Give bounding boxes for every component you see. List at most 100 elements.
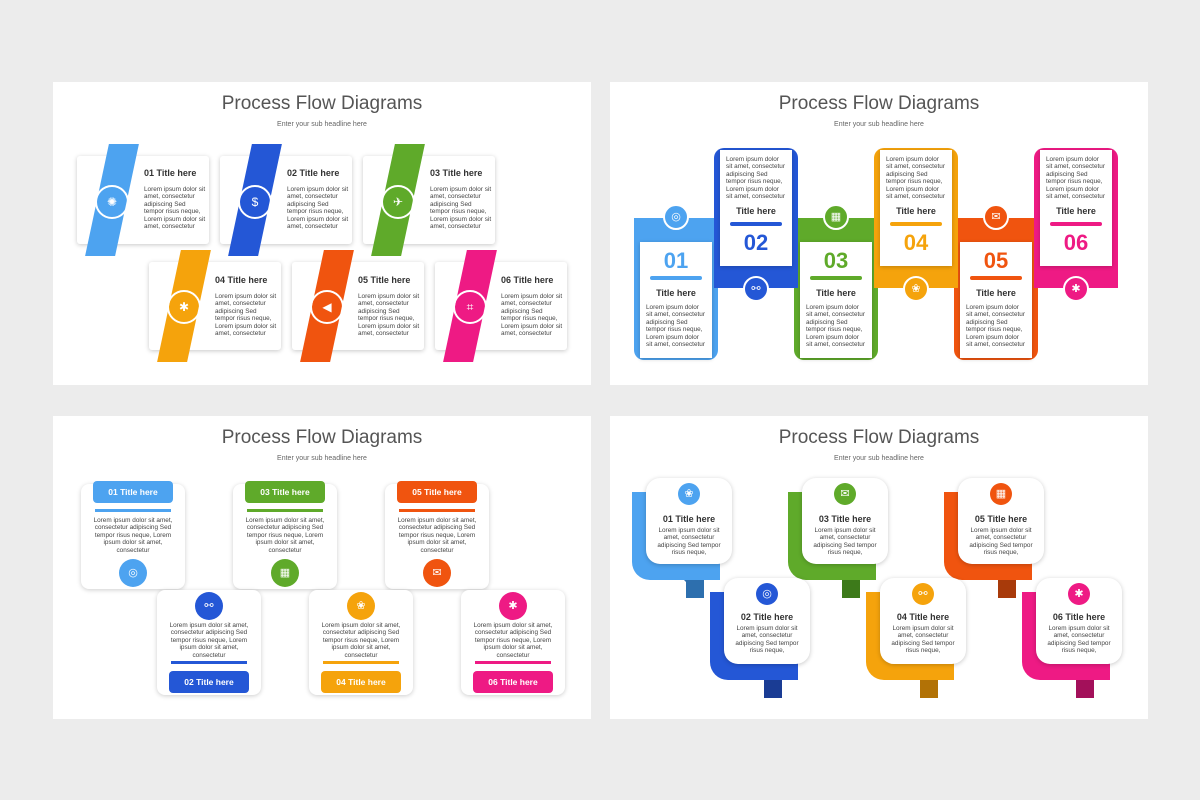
step-title-6: 06 Title here xyxy=(1052,612,1106,622)
puzzle-icon: ▦ xyxy=(990,483,1012,505)
column-card-5 xyxy=(960,242,1032,358)
step-body-1: Lorem ipsum dolor sit amet, consectetur … xyxy=(93,517,173,554)
slide-title: Process Flow Diagrams xyxy=(778,93,980,114)
column-card-1 xyxy=(640,242,712,358)
fold-block-6 xyxy=(1076,680,1094,698)
accent-line-3 xyxy=(247,509,323,512)
slide-title: Process Flow Diagrams xyxy=(221,93,423,114)
step-title-5: 05 Title here xyxy=(974,514,1028,524)
globe-icon: ◎ xyxy=(119,559,147,587)
step-number-6: 06 xyxy=(1063,230,1089,255)
step-body-1: Lorem ipsum dolor sit amet, consectetur … xyxy=(646,304,705,349)
step-body-2: Lorem ipsum dolor sit amet, consectetur … xyxy=(287,186,349,231)
step-title-1: 01 Title here xyxy=(93,481,173,503)
brain-icon: ❀ xyxy=(678,483,700,505)
step-title-5: 05 Title here xyxy=(358,275,411,285)
fold-block-2 xyxy=(764,680,782,698)
step-title-4: 04 Title here xyxy=(321,671,401,693)
column-card-3 xyxy=(800,242,872,358)
step-body-5: Lorem ipsum dolor sit amet, consectetur … xyxy=(358,293,420,338)
fold-block-3 xyxy=(842,580,860,598)
fold-block-1 xyxy=(686,580,704,598)
step-body-3: Lorem ipsum dolor sit amet, consectetur … xyxy=(813,527,877,557)
column-card-4 xyxy=(880,150,952,266)
megaphone-icon: ◀ xyxy=(310,290,344,324)
crop-icon: ⌗ xyxy=(453,290,487,324)
accent-line-2 xyxy=(171,661,247,664)
step-title-2: Title here xyxy=(736,206,776,216)
slide-subtitle: Enter your sub headline here xyxy=(277,121,367,128)
step-title-1: Title here xyxy=(656,288,696,298)
accent-line-1 xyxy=(95,509,171,512)
number-underline-2 xyxy=(730,222,782,226)
fold-block-4 xyxy=(920,680,938,698)
slide-subtitle: Enter your sub headline here xyxy=(834,121,924,128)
step-title-1: 01 Title here xyxy=(662,514,716,524)
lightbulb-icon: ✱ xyxy=(1068,583,1090,605)
step-body-1: Lorem ipsum dolor sit amet, consectetur … xyxy=(657,527,721,557)
step-body-3: Lorem ipsum dolor sit amet, consectetur … xyxy=(430,186,492,231)
step-body-2: Lorem ipsum dolor sit amet, consectetur … xyxy=(735,625,799,655)
handshake-icon: ⚯ xyxy=(912,583,934,605)
number-underline-5 xyxy=(970,276,1022,280)
slide-speech-cards: Process Flow Diagrams Enter your sub hea… xyxy=(610,416,1148,719)
lightbulb-icon: ✱ xyxy=(499,592,527,620)
step-body-6: Lorem ipsum dolor sit amet, consectetur … xyxy=(501,293,563,338)
step-title-4: 04 Title here xyxy=(896,612,950,622)
step-number-4: 04 xyxy=(903,230,929,255)
step-title-3: 03 Title here xyxy=(245,481,325,503)
step-body-3: Lorem ipsum dolor sit amet, consectetur … xyxy=(245,517,325,554)
handshake-icon: ⚯ xyxy=(743,276,769,302)
globe-icon: ◎ xyxy=(756,583,778,605)
step-body-4: Lorem ipsum dolor sit amet, consectetur … xyxy=(215,293,277,338)
number-underline-1 xyxy=(650,276,702,280)
slide-subtitle: Enter your sub headline here xyxy=(277,455,367,462)
step-body-3: Lorem ipsum dolor sit amet, consectetur … xyxy=(806,304,865,349)
step-body-6: Lorem ipsum dolor sit amet, consectetur … xyxy=(1046,156,1105,201)
accent-line-4 xyxy=(323,661,399,664)
step-body-2: Lorem ipsum dolor sit amet, consectetur … xyxy=(726,156,785,201)
puzzle-icon: ▦ xyxy=(823,204,849,230)
step-title-3: Title here xyxy=(816,288,856,298)
lightbulb-icon: ✱ xyxy=(1063,276,1089,302)
step-title-3: 03 Title here xyxy=(430,168,483,178)
puzzle-icon: ▦ xyxy=(271,559,299,587)
accent-line-5 xyxy=(399,509,475,512)
gear-icon: ✺ xyxy=(95,185,129,219)
step-body-1: Lorem ipsum dolor sit amet, consectetur … xyxy=(144,186,206,231)
step-title-5: Title here xyxy=(976,288,1016,298)
step-title-2: 02 Title here xyxy=(740,612,794,622)
accent-line-6 xyxy=(475,661,551,664)
step-title-4: Title here xyxy=(896,206,936,216)
step-body-4: Lorem ipsum dolor sit amet, consectetur … xyxy=(886,156,945,201)
envelope-icon: ✉ xyxy=(423,559,451,587)
brain-icon: ❀ xyxy=(903,276,929,302)
column-card-6 xyxy=(1040,150,1112,266)
step-title-6: 06 Title here xyxy=(473,671,553,693)
slide-numbered-columns: Process Flow Diagrams Enter your sub hea… xyxy=(610,82,1148,385)
lightbulb-icon: ✱ xyxy=(167,290,201,324)
step-title-6: 06 Title here xyxy=(501,275,554,285)
number-underline-3 xyxy=(810,276,862,280)
slide-subtitle: Enter your sub headline here xyxy=(834,455,924,462)
step-title-4: 04 Title here xyxy=(215,275,268,285)
step-number-5: 05 xyxy=(983,248,1009,273)
step-body-5: Lorem ipsum dolor sit amet, consectetur … xyxy=(966,304,1025,349)
slide-skewed-bands: Process Flow Diagrams Enter your sub hea… xyxy=(53,82,591,385)
slide-title: Process Flow Diagrams xyxy=(778,427,980,448)
step-title-1: 01 Title here xyxy=(144,168,197,178)
step-title-3: 03 Title here xyxy=(818,514,872,524)
step-body-5: Lorem ipsum dolor sit amet, consectetur … xyxy=(397,517,477,554)
number-underline-6 xyxy=(1050,222,1102,226)
step-number-3: 03 xyxy=(823,248,849,273)
step-body-6: Lorem ipsum dolor sit amet, consectetur … xyxy=(1047,625,1111,655)
step-number-1: 01 xyxy=(663,248,689,273)
number-underline-4 xyxy=(890,222,942,226)
step-body-6: Lorem ipsum dolor sit amet, consectetur … xyxy=(473,622,553,659)
step-title-5: 05 Title here xyxy=(397,481,477,503)
dollar-icon: $ xyxy=(238,185,272,219)
step-title-6: Title here xyxy=(1056,206,1096,216)
envelope-icon: ✉ xyxy=(983,204,1009,230)
step-body-4: Lorem ipsum dolor sit amet, consectetur … xyxy=(321,622,401,659)
column-card-2 xyxy=(720,150,792,266)
